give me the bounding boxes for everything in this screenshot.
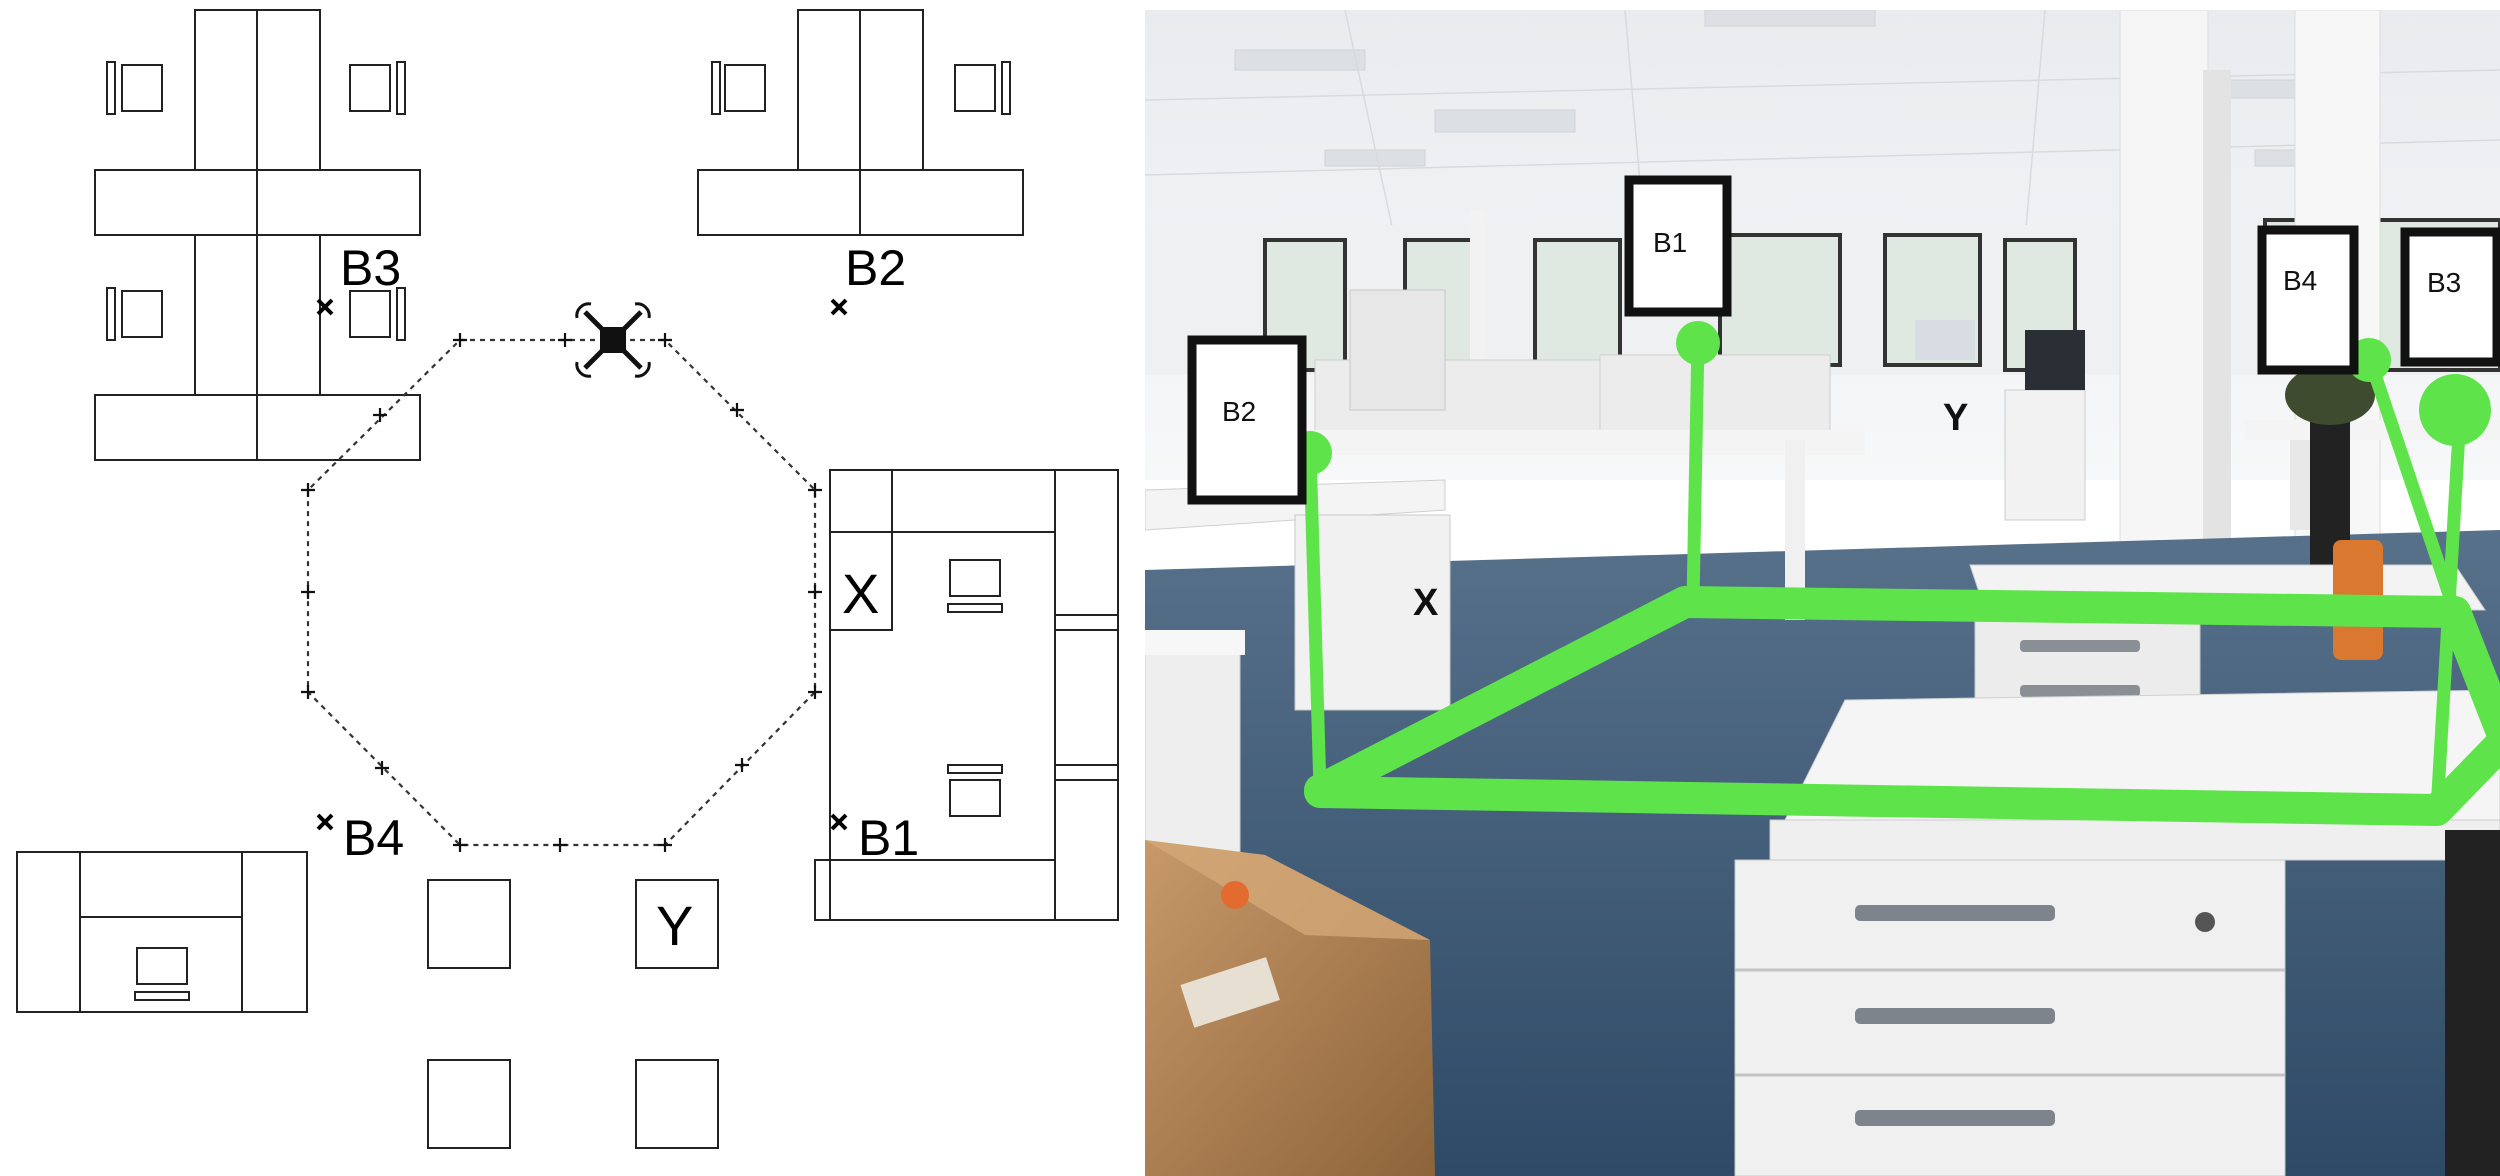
column-photo-1 (2119, 10, 2209, 591)
column-bottom-left-1 (427, 879, 511, 969)
cubicle-bottom-left (16, 851, 308, 1013)
b3-marker-icon (316, 298, 334, 316)
column-y (635, 879, 719, 969)
sign-b1: B1 (1624, 175, 1732, 317)
label-x: X (842, 562, 879, 625)
sign-b2-label: B2 (1222, 396, 1256, 427)
b1-marker-icon (830, 813, 848, 831)
sign-b3-label: B3 (2427, 267, 2461, 298)
photo-label-x: X (1413, 582, 1439, 624)
column-bottom-left-2 (427, 1059, 511, 1149)
label-b2: B2 (845, 240, 906, 296)
label-y: Y (656, 894, 693, 957)
label-b1: B1 (858, 810, 919, 866)
desk-cluster-top-right (697, 9, 1024, 236)
cubicle-right (814, 469, 1119, 921)
b2-marker-icon (830, 298, 848, 316)
column-bottom-right-2 (635, 1059, 719, 1149)
office-photo: X Y B2 (1145, 10, 2500, 1176)
drone-icon (575, 302, 651, 378)
b4-marker-icon (316, 813, 334, 831)
flight-path (301, 333, 822, 852)
background-desks (1275, 289, 2500, 620)
floor-plan: B3 B2 B4 B1 X Y (16, 9, 1119, 1149)
photo-label-y: Y (1943, 397, 1968, 439)
label-b4: B4 (343, 810, 404, 866)
sign-b3: B3 (2400, 227, 2500, 367)
sign-b4: B4 (2257, 225, 2359, 375)
sign-b1-label: B1 (1653, 227, 1687, 258)
sign-b2: B2 (1187, 335, 1307, 505)
drone-trajectory (1303, 333, 2500, 826)
cardboard-box (1145, 840, 1435, 1176)
sign-b4-label: B4 (2283, 265, 2317, 296)
label-b3: B3 (340, 240, 401, 296)
desk-cluster-top-left (94, 9, 421, 461)
